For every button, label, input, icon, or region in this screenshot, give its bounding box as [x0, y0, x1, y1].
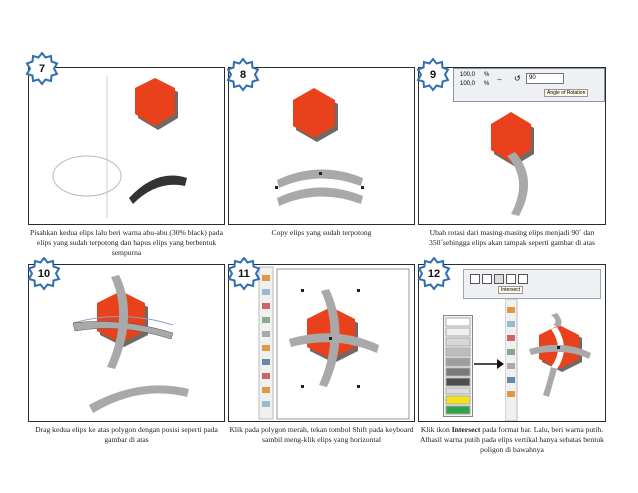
- step-10-illustration: [29, 265, 225, 422]
- intersect-tooltip: Intersect: [498, 286, 524, 294]
- starburst-badge-icon: [226, 58, 260, 92]
- starburst-badge-icon: [27, 257, 61, 291]
- color-palette[interactable]: [443, 315, 473, 417]
- step-9-illustration: [419, 104, 605, 224]
- weld-icon[interactable]: [470, 274, 480, 284]
- step-12-toolbar: Intersect: [463, 269, 601, 299]
- step-9-panel: 100,0 % 100,0 % ⇔ ↺ 90 Angle of Rotation: [418, 67, 606, 225]
- scale-y-unit: %: [484, 81, 490, 87]
- step-7-panel: [28, 67, 225, 225]
- rotation-input[interactable]: 90: [526, 73, 564, 84]
- step-12-illustration: [505, 299, 605, 421]
- step-12-caption-suffix: pada format bar. Lalu, beri warna putih.…: [420, 425, 604, 454]
- step-badge-7: 7: [25, 52, 59, 86]
- starburst-badge-icon: [25, 52, 59, 86]
- step-number: 8: [239, 69, 247, 81]
- step-number: 12: [427, 268, 441, 280]
- step-7-caption: Pisahkan kedua elips lalu beri warna abu…: [30, 228, 223, 257]
- rotation-tooltip: Angle of Rotation: [544, 89, 589, 97]
- step-11-illustration: [229, 265, 415, 422]
- step-number: 9: [429, 69, 437, 81]
- rotate-icon: ↺: [514, 74, 521, 83]
- step-9-caption: Ubah rotasi dari masing-masing elips men…: [429, 228, 595, 247]
- starburst-badge-icon: [416, 58, 450, 92]
- step-10-panel: [28, 264, 225, 422]
- step-badge-9: 9: [416, 58, 450, 92]
- step-number: 10: [37, 268, 51, 280]
- step-12-caption-bold: Intersect: [451, 425, 481, 434]
- step-7-illustration: [29, 68, 225, 225]
- scale-x-value[interactable]: 100,0: [460, 72, 476, 78]
- front-minus-back-icon[interactable]: [518, 274, 528, 284]
- intersect-icon[interactable]: [494, 274, 504, 284]
- lock-ratio-icon[interactable]: ⇔: [496, 75, 503, 83]
- scale-y-value[interactable]: 100,0: [460, 81, 476, 87]
- step-8-panel: [228, 67, 415, 225]
- step-number: 7: [38, 63, 46, 75]
- step-10-caption: Drag kedua elips ke atas polygon dengan …: [35, 425, 218, 444]
- step-badge-10: 10: [27, 257, 61, 291]
- step-8-illustration: [229, 68, 415, 225]
- trim-icon[interactable]: [482, 274, 492, 284]
- scale-x-unit: %: [484, 72, 490, 78]
- step-badge-11: 11: [227, 257, 261, 291]
- step-badge-12: 12: [417, 257, 451, 291]
- step-8-caption: Copy elips yang sudah terpotong: [271, 228, 372, 237]
- step-12-caption-prefix: Klik ikon: [420, 425, 452, 434]
- arrow-icon: [473, 357, 505, 371]
- step-9-toolbar: 100,0 % 100,0 % ⇔ ↺ 90 Angle of Rotation: [453, 68, 605, 102]
- step-12-caption: Klik ikon Intersect pada format bar. Lal…: [418, 425, 606, 455]
- step-12-panel: Intersect: [418, 264, 606, 422]
- step-badge-8: 8: [226, 58, 260, 92]
- simplify-icon[interactable]: [506, 274, 516, 284]
- step-11-panel: [228, 264, 415, 422]
- step-number: 11: [238, 268, 250, 280]
- step-11-caption: Klik pada polygon merah, tekan tombol Sh…: [229, 425, 414, 444]
- starburst-badge-icon: [417, 257, 451, 291]
- starburst-badge-icon: [227, 257, 261, 291]
